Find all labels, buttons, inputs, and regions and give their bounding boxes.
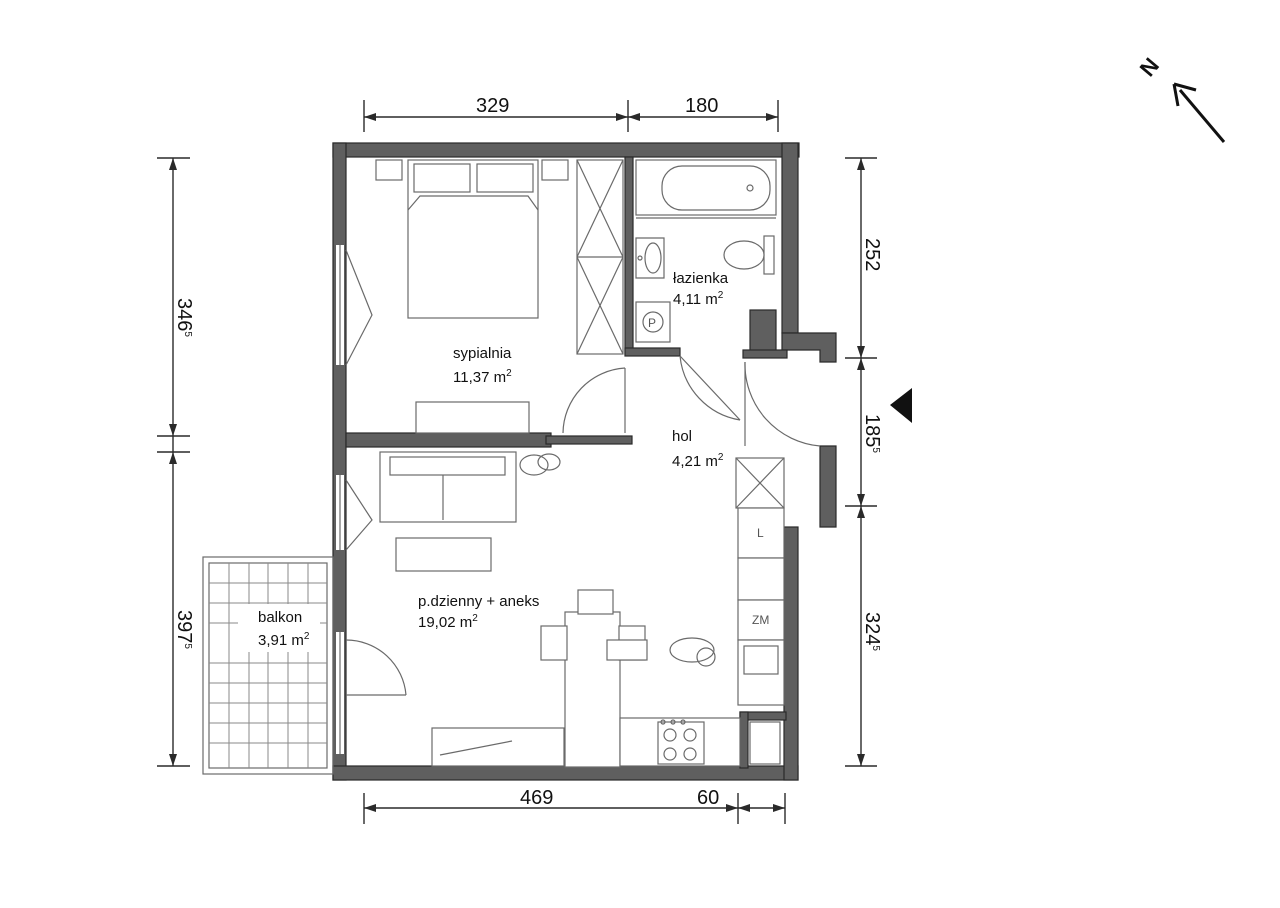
- room-name-hol: hol: [672, 428, 692, 445]
- dim-top-right: 180: [685, 95, 718, 117]
- washer-label: P: [648, 316, 656, 330]
- room-area-balkon: 3,91 m2: [258, 631, 310, 649]
- doors: [345, 249, 821, 696]
- room-labels: sypialnia 11,37 m2 łazienka 4,11 m2 hol …: [258, 270, 729, 649]
- dim-bottom-left: 469: [520, 787, 553, 809]
- room-area-dzienny: 19,02 m2: [418, 613, 478, 631]
- north-label: N: [1135, 53, 1164, 81]
- living-furniture: L ZM: [379, 451, 785, 768]
- room-area-hol: 4,21 m2: [672, 452, 724, 470]
- room-area-sypialnia: 11,37 m2: [453, 368, 512, 386]
- dim-bottom-right: 60: [697, 787, 719, 809]
- fridge-label: L: [757, 526, 764, 540]
- dim-right-mid: 1855: [861, 414, 883, 453]
- dishwasher-label: ZM: [752, 613, 769, 627]
- dim-right-bottom: 3245: [861, 612, 883, 651]
- room-area-lazienka: 4,11 m2: [673, 290, 724, 308]
- bedroom-furniture: [375, 159, 624, 434]
- bathroom-fixtures: P: [635, 159, 777, 343]
- entrance-triangle-icon: [890, 388, 912, 423]
- dim-left-top: 3465: [173, 298, 195, 337]
- room-name-lazienka: łazienka: [673, 270, 729, 287]
- dim-right-top: 252: [861, 238, 883, 271]
- dim-left-bottom: 3975: [173, 610, 195, 649]
- room-name-balkon: balkon: [258, 609, 302, 626]
- room-name-sypialnia: sypialnia: [453, 345, 512, 362]
- dim-top-left: 329: [476, 95, 509, 117]
- walls: [332, 142, 837, 781]
- room-name-dzienny: p.dzienny + aneks: [418, 593, 539, 610]
- dimension-lines: 329 180 469 60 3465 3975 252 1855 3245: [157, 95, 883, 824]
- balcony: [202, 556, 334, 775]
- north-arrow-icon: N: [1135, 53, 1226, 143]
